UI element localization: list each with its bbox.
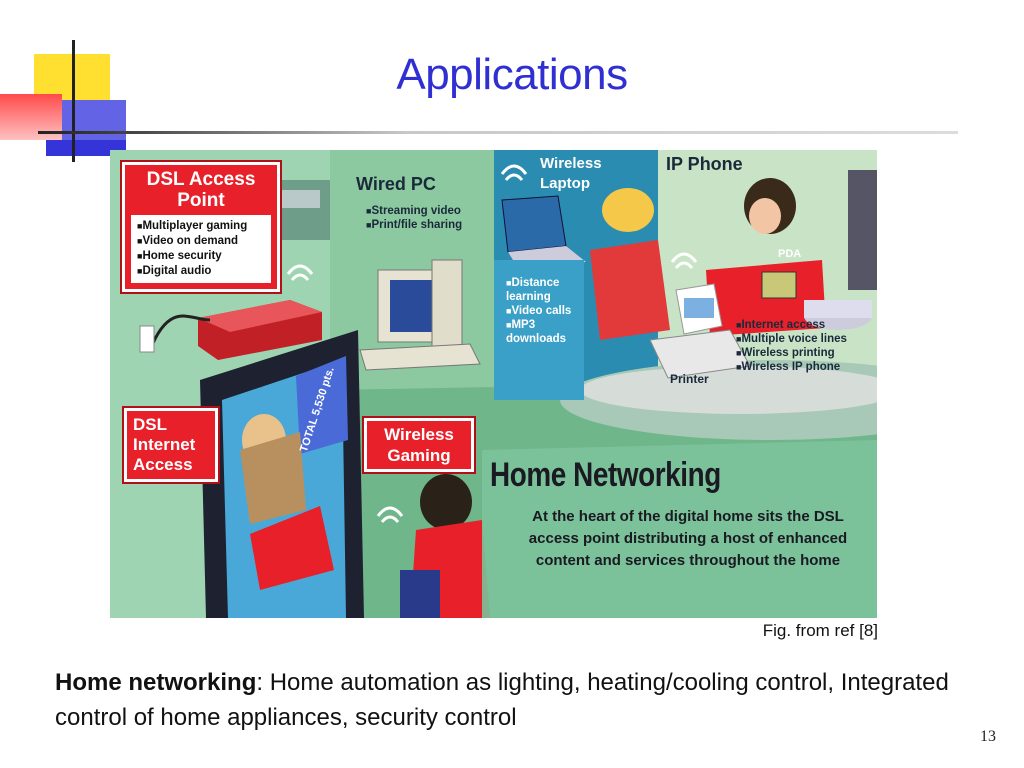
wired-pc-list: Streaming video Print/file sharing xyxy=(366,204,462,232)
wireless-laptop-label: Wireless Laptop xyxy=(540,155,602,192)
list-item: Wireless IP phone xyxy=(736,360,866,374)
list-item: Digital audio xyxy=(137,264,265,279)
home-networking-title: Home Networking xyxy=(490,456,721,494)
figure-caption: Fig. from ref [8] xyxy=(762,621,878,640)
dsl-access-point-list: Multiplayer gaming Video on demand Home … xyxy=(131,215,271,283)
list-item: MP3 downloads xyxy=(506,318,586,346)
slide-title: Applications xyxy=(396,50,628,99)
list-item: Streaming video xyxy=(366,204,462,218)
ip-phone-label: IP Phone xyxy=(666,154,743,174)
list-item: Print/file sharing xyxy=(366,218,462,232)
list-item: Home security xyxy=(137,249,265,264)
decor-vertical-line xyxy=(72,40,75,162)
home-networking-description: At the heart of the digital home sits th… xyxy=(528,508,848,569)
list-item: Video calls xyxy=(506,304,586,318)
list-item: Internet access xyxy=(736,318,866,332)
list-item: Video on demand xyxy=(137,234,265,249)
dsl-internet-access-callout: DSL Internet Access xyxy=(124,408,218,482)
body-lead: Home networking xyxy=(55,669,257,696)
list-item: Multiplayer gaming xyxy=(137,219,265,234)
wireless-laptop-list: Distance learning Video calls MP3 downlo… xyxy=(506,276,586,346)
list-item: Multiple voice lines xyxy=(736,332,866,346)
title-underline xyxy=(38,131,958,134)
body-description: : Home automation as lighting, heating/c… xyxy=(55,669,949,731)
wired-pc-label: Wired PC xyxy=(356,174,436,194)
list-item: Wireless printing xyxy=(736,346,866,360)
wireless-gaming-callout: Wireless Gaming xyxy=(364,418,474,472)
page-number: 13 xyxy=(980,728,996,745)
dsl-access-point-title: DSL Access Point xyxy=(146,169,256,211)
ip-phone-list: Internet access Multiple voice lines Wir… xyxy=(736,318,866,374)
printer-label: Printer xyxy=(670,372,709,386)
pda-label: PDA xyxy=(778,248,802,260)
dsl-access-point-callout: DSL Access Point Multiplayer gaming Vide… xyxy=(122,162,280,292)
list-item: Distance learning xyxy=(506,276,586,304)
slide-body-text: Home networking: Home automation as ligh… xyxy=(55,665,995,735)
home-networking-illustration: DSL Access Point Multiplayer gaming Vide… xyxy=(110,150,877,618)
